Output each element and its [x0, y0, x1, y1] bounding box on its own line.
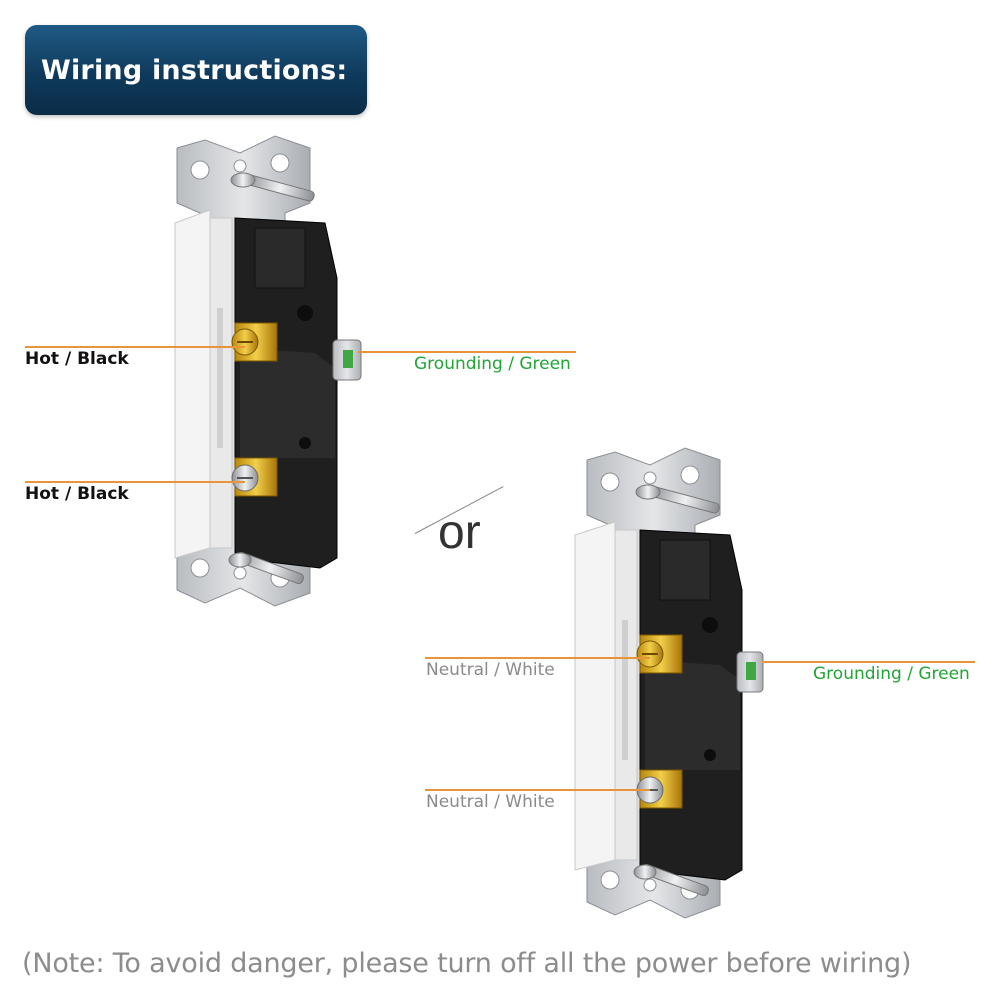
or-separator: or: [438, 506, 481, 559]
leader-line-ground-2: [762, 661, 975, 663]
strap-screw-top: [635, 484, 720, 514]
terminal-screw-brass: [231, 322, 278, 362]
terminal-screw-silver: [231, 457, 278, 497]
label-ground-2: Grounding / Green: [813, 664, 970, 684]
leader-line-hot-top: [25, 346, 245, 348]
safety-note: (Note: To avoid danger, please turn off …: [22, 948, 912, 979]
title-banner: Wiring instructions:: [25, 25, 367, 115]
label-hot-bottom: Hot / Black: [25, 484, 129, 504]
switch-face: [574, 521, 616, 871]
switch-diagram-1: [174, 135, 362, 607]
strap-screw-bottom: [228, 551, 304, 585]
strap-screw-bottom: [633, 863, 709, 897]
terminal-screw-brass: [636, 634, 683, 674]
leader-line-hot-bottom: [25, 481, 245, 483]
label-ground-1: Grounding / Green: [414, 354, 571, 374]
switch-face: [174, 209, 211, 559]
switch-diagram-2: [574, 447, 764, 919]
label-neutral-bottom: Neutral / White: [426, 792, 555, 812]
ground-screw: [332, 339, 362, 381]
leader-line-ground-1: [358, 351, 576, 353]
ground-screw: [736, 651, 764, 693]
strap-screw-top: [230, 172, 315, 202]
label-hot-top: Hot / Black: [25, 349, 129, 369]
leader-line-neutral-top: [425, 657, 650, 659]
leader-line-neutral-bottom: [425, 789, 650, 791]
page-title: Wiring instructions:: [41, 54, 348, 86]
label-neutral-top: Neutral / White: [426, 660, 555, 680]
